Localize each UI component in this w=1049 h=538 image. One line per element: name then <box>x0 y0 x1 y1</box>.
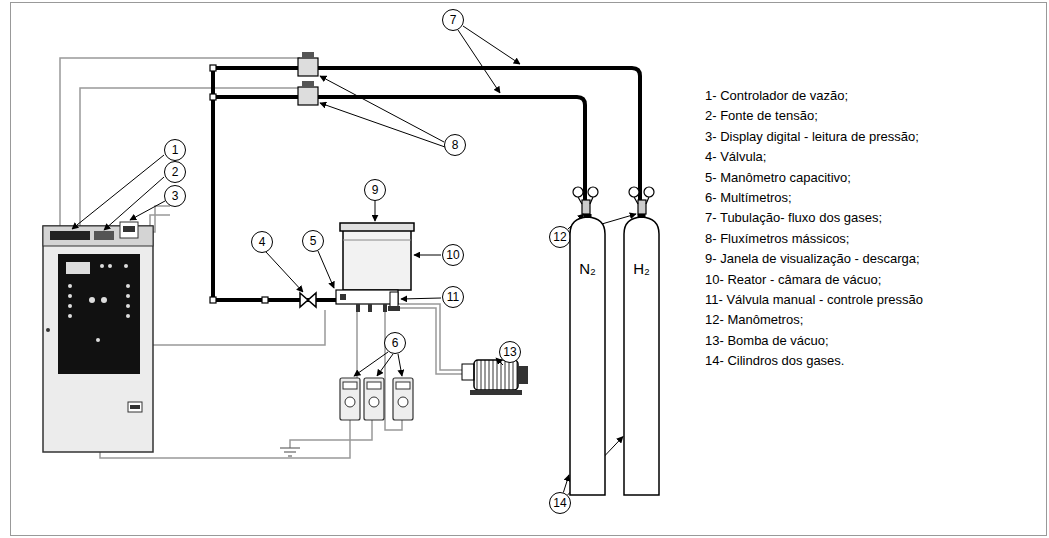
vacuum-pump <box>462 360 528 395</box>
parts-list-item: 5- Manômetro capacitivo; <box>705 168 923 188</box>
callout-circle: 2 <box>164 161 186 183</box>
parts-list-item: 11- Válvula manual - controle pressão <box>705 290 923 310</box>
cylinder-outline <box>623 214 660 496</box>
parts-list-item: 6- Multímetros; <box>705 188 923 208</box>
callout-number: 7 <box>450 14 457 26</box>
frame <box>11 3 1047 536</box>
callout-number: 9 <box>372 184 379 196</box>
parts-list-item: 14- Cilindros dos gases. <box>705 351 923 371</box>
callout-number: 4 <box>259 236 266 248</box>
cylinder-outline <box>569 214 606 496</box>
callout-number: 13 <box>503 346 516 358</box>
gas-formula: H₂ <box>633 260 650 277</box>
callout-circle: 11 <box>442 286 464 308</box>
parts-list-item: 1- Controlador de vazão; <box>705 86 923 106</box>
multimeters <box>340 378 413 420</box>
callout-circle: 6 <box>384 332 406 354</box>
gas-formula: N₂ <box>579 260 596 277</box>
callout-number: 3 <box>172 190 179 202</box>
ground-symbol <box>280 448 300 456</box>
callout-number: 6 <box>392 337 399 349</box>
callout-circle: 7 <box>442 9 464 31</box>
callout-number: 14 <box>553 497 566 509</box>
parts-list-item: 7- Tubulação- fluxo dos gases; <box>705 208 923 228</box>
gas-cylinder: H₂ <box>623 214 660 496</box>
gas-cylinder: N₂ <box>569 214 606 496</box>
callout-number: 11 <box>447 291 459 303</box>
callout-circle: 1 <box>164 139 186 161</box>
callout-number: 12 <box>553 231 566 243</box>
callout-number: 2 <box>172 166 179 178</box>
mass-flow-meters <box>298 52 318 105</box>
callout-circle: 4 <box>251 231 273 253</box>
callout-circle: 3 <box>164 185 186 207</box>
parts-list-item: 4- Válvula; <box>705 147 923 167</box>
callout-circle: 14 <box>549 492 571 514</box>
parts-list-item: 12- Manômetros; <box>705 310 923 330</box>
callout-number: 8 <box>452 139 459 151</box>
parts-list-item: 13- Bomba de vácuo; <box>705 331 923 351</box>
cylinder-shape <box>624 217 659 495</box>
parts-list: 1- Controlador de vazão;2- Fonte de tens… <box>705 86 923 372</box>
parts-list-item: 9- Janela de visualização - descarga; <box>705 249 923 269</box>
parts-list-item: 2- Fonte de tensão; <box>705 106 923 126</box>
callout-number: 1 <box>172 144 179 156</box>
parts-list-item: 10- Reator - câmara de vácuo; <box>705 270 923 290</box>
valve-symbol <box>300 293 316 307</box>
callout-number: 5 <box>310 235 317 247</box>
callout-circle: 5 <box>302 230 324 252</box>
pipe-joints <box>210 65 268 303</box>
leader-arrow <box>563 475 569 493</box>
callout-circle: 13 <box>499 341 521 363</box>
callout-number: 10 <box>446 249 459 261</box>
cylinder-neck <box>584 214 592 218</box>
gas-regulators <box>573 187 654 214</box>
callout-circle: 12 <box>549 226 571 248</box>
cylinder-neck <box>638 214 646 218</box>
callout-circle: 10 <box>442 244 464 266</box>
leader-lines <box>72 26 636 376</box>
callout-circle: 8 <box>444 134 466 156</box>
cylinder-shape <box>570 217 605 495</box>
power-cabinet <box>43 222 153 452</box>
parts-list-item: 3- Display digital - leitura de pressão; <box>705 127 923 147</box>
parts-list-item: 8- Fluxímetros mássicos; <box>705 229 923 249</box>
callout-circle: 9 <box>364 179 386 201</box>
